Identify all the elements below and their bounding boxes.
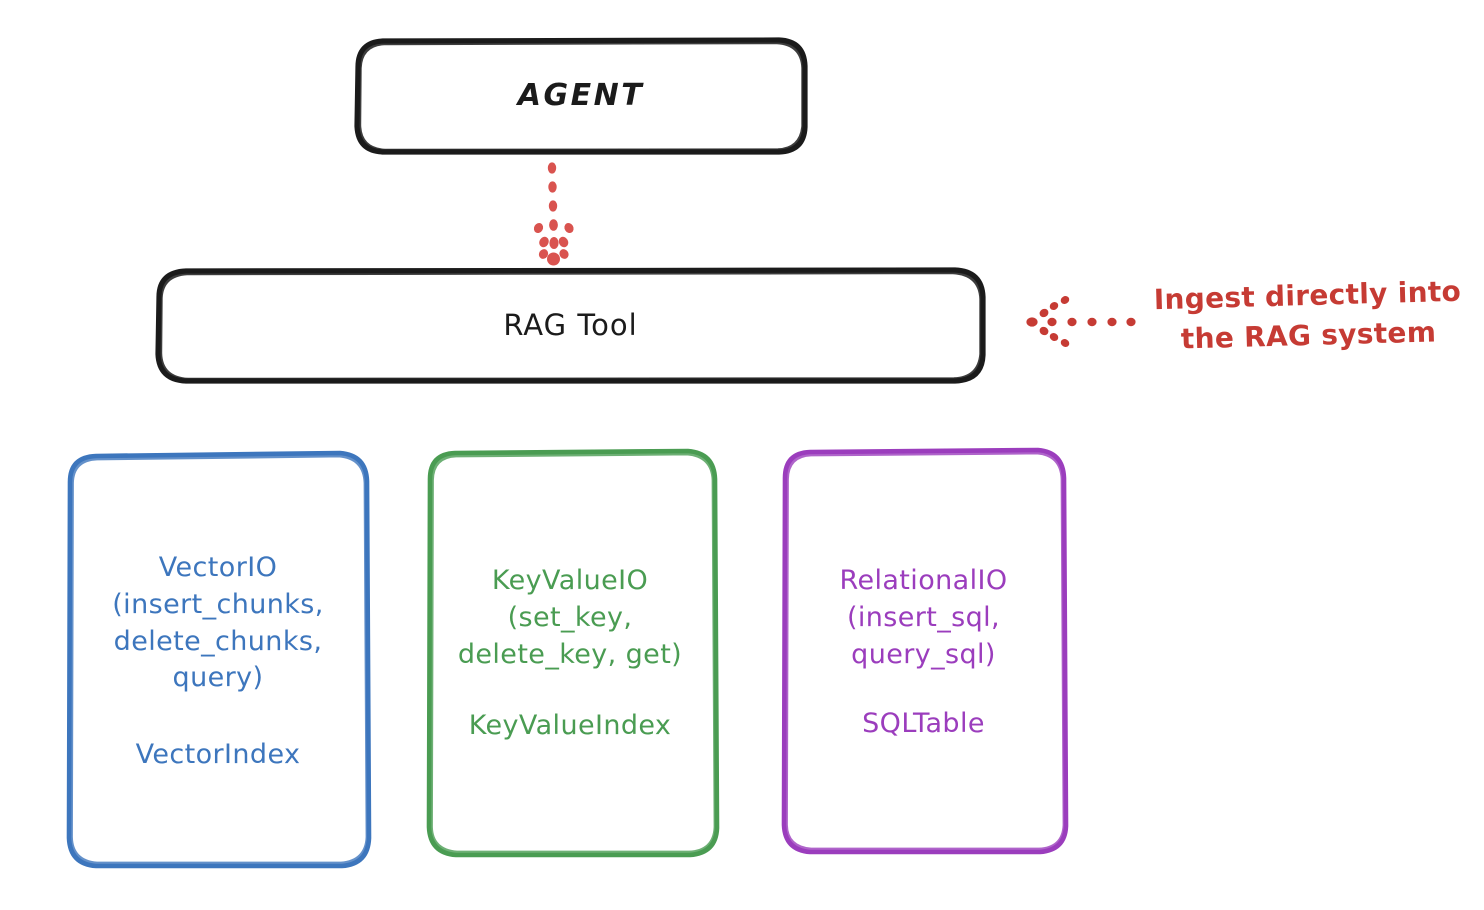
vector-io-content: VectorIO (insert_chunks, delete_chunks, … (72, 455, 364, 865)
key-value-index-label: KeyValueIndex (468, 709, 672, 741)
agent-to-rag-arrow-icon (533, 162, 574, 266)
relational-io-content: RelationalIO (insert_sql, query_sql) SQL… (786, 452, 1061, 850)
relational-io-box[interactable] (781, 447, 1069, 855)
vector-io-box[interactable] (66, 450, 372, 869)
ingest-note-text: Ingest directly into the RAG system (1153, 274, 1462, 356)
relational-io-title: RelationalIO (insert_sql, query_sql) (839, 565, 1008, 670)
agent-box[interactable] (354, 37, 808, 155)
ingest-note-arrow-icon (1026, 296, 1136, 347)
rag-tool-box[interactable] (155, 267, 986, 384)
key-value-io-content: KeyValueIO (set_key, delete_key, get) Ke… (430, 452, 710, 852)
key-value-io-box[interactable] (426, 448, 720, 858)
key-value-io-title: KeyValueIO (set_key, delete_key, get) (457, 565, 683, 670)
vector-index-label: VectorIndex (135, 738, 301, 770)
vector-io-title: VectorIO (insert_chunks, delete_chunks, … (112, 552, 324, 694)
sql-table-label: SQLTable (862, 707, 985, 739)
